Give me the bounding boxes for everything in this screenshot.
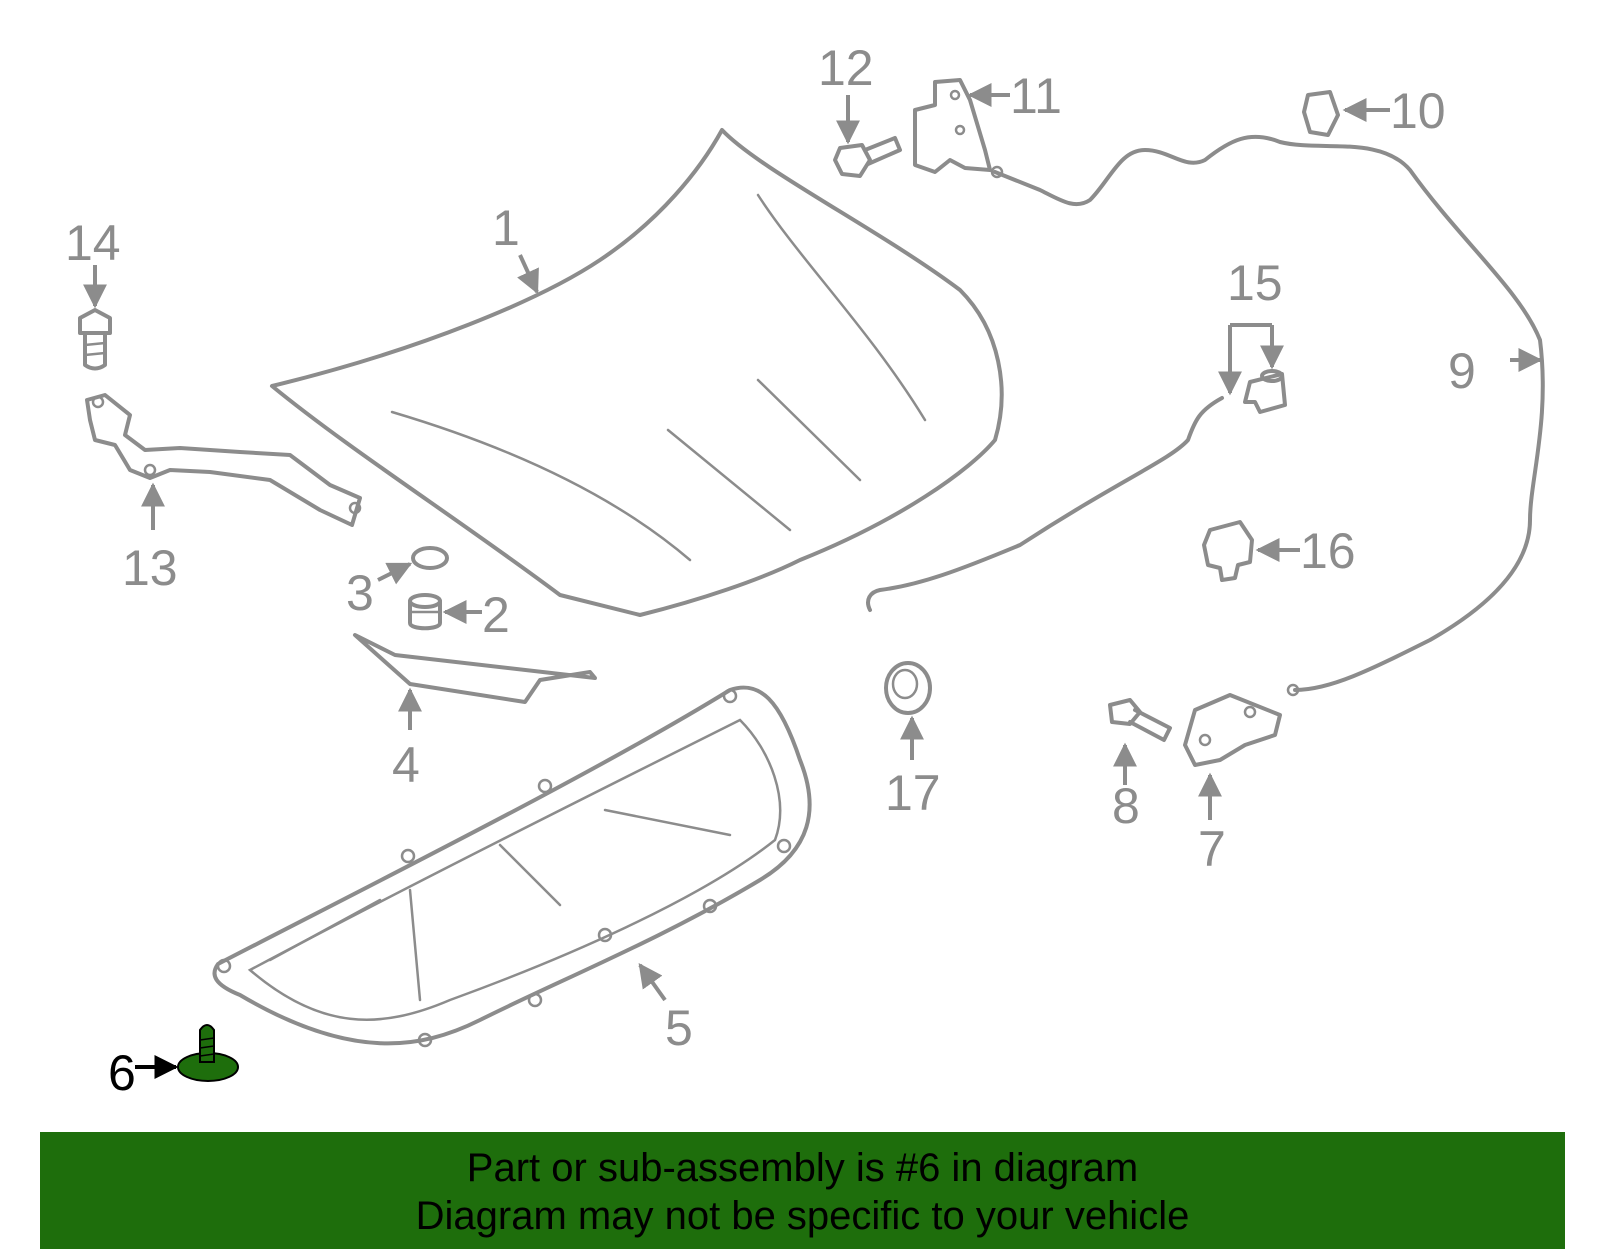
part-5-insulator bbox=[212, 685, 812, 1048]
part-13-hinge bbox=[85, 393, 362, 527]
label-12: 12 bbox=[818, 40, 874, 96]
label-7: 7 bbox=[1198, 821, 1226, 877]
part-14-bolt bbox=[78, 308, 112, 371]
label-9: 9 bbox=[1448, 343, 1476, 399]
banner-line-1: Part or sub-assembly is #6 in diagram bbox=[466, 1146, 1139, 1190]
part-3-ring bbox=[411, 546, 449, 570]
label-1: 1 bbox=[492, 200, 520, 256]
part-17-grommet bbox=[884, 661, 932, 715]
arrow-3 bbox=[377, 562, 413, 585]
label-3: 3 bbox=[346, 565, 374, 621]
label-14: 14 bbox=[65, 215, 121, 271]
part-2-bumper bbox=[408, 593, 442, 631]
arrow-1 bbox=[517, 254, 539, 295]
label-5: 5 bbox=[665, 1000, 693, 1056]
label-8: 8 bbox=[1112, 778, 1140, 834]
label-6: 6 bbox=[108, 1045, 136, 1101]
part-7-latch bbox=[1183, 693, 1282, 767]
arrow-5 bbox=[638, 963, 667, 1002]
part-12-bolt bbox=[833, 136, 902, 178]
label-10: 10 bbox=[1390, 83, 1446, 139]
label-4: 4 bbox=[392, 737, 420, 793]
banner-line-2: Diagram may not be specific to your vehi… bbox=[415, 1194, 1190, 1238]
label-17: 17 bbox=[885, 765, 941, 821]
part-1-hood bbox=[270, 128, 1004, 617]
part-10-clip bbox=[1302, 90, 1340, 137]
part-16-bumper bbox=[1202, 520, 1254, 582]
info-banner: Part or sub-assembly is #6 in diagram Di… bbox=[40, 1132, 1565, 1249]
parts-diagram: 1 2 3 4 5 6 bbox=[65, 40, 1545, 1101]
part-15-cable-end bbox=[866, 369, 1287, 612]
part-8-bolt bbox=[1108, 698, 1172, 742]
label-11: 11 bbox=[1010, 68, 1062, 124]
part-6-screw bbox=[177, 1024, 239, 1082]
part-9-cable bbox=[990, 134, 1545, 697]
part-4-seal bbox=[353, 633, 597, 704]
label-2: 2 bbox=[482, 587, 510, 643]
label-13: 13 bbox=[122, 540, 178, 596]
label-15: 15 bbox=[1227, 255, 1283, 311]
label-16: 16 bbox=[1300, 523, 1356, 579]
